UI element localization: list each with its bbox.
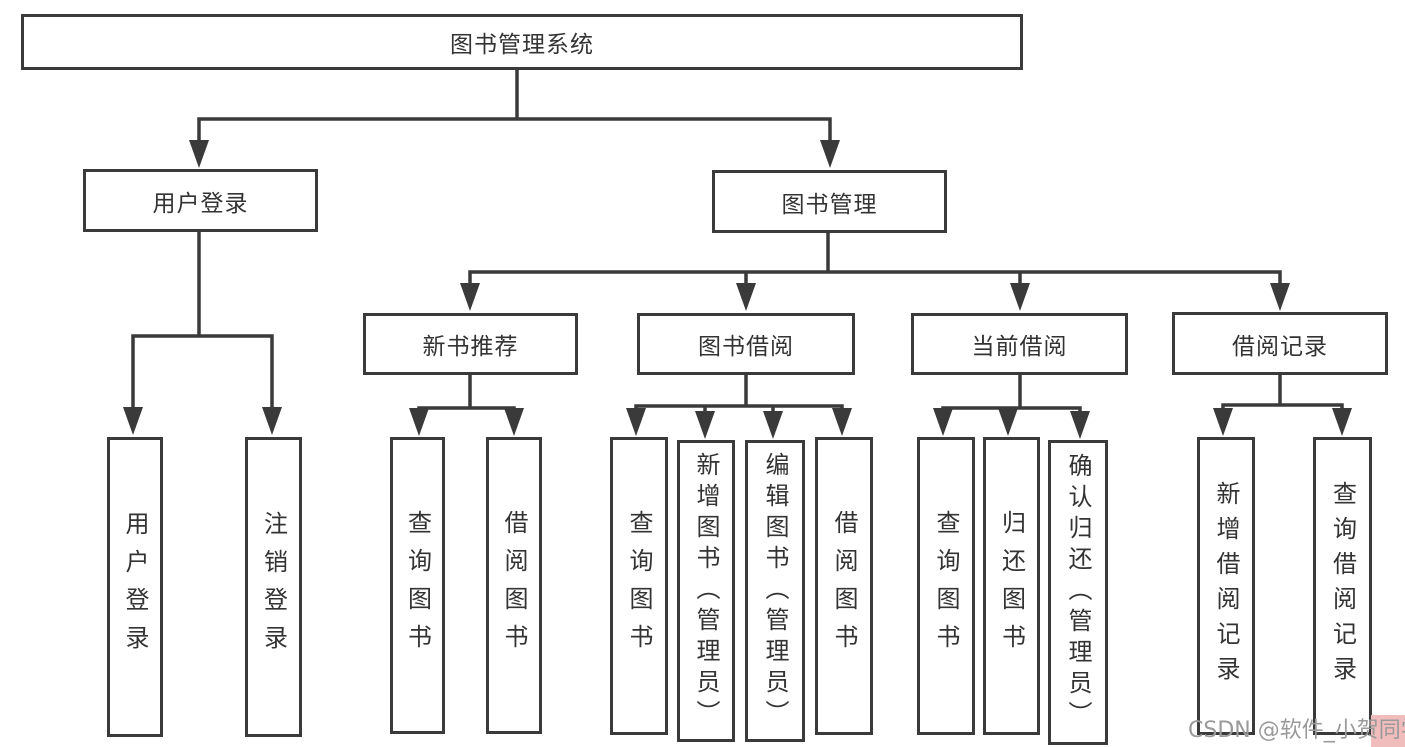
edge-records-children xyxy=(1221,373,1344,416)
node-cb-confirm-label: 确认归还（管理员） xyxy=(1064,453,1092,732)
node-book-mgmt-label: 图书管理 xyxy=(781,191,878,218)
node-rec-borrow-label: 借阅图书 xyxy=(500,509,528,662)
node-br-query: 查询借阅记录 xyxy=(1313,437,1372,735)
node-login-user-label: 用户登录 xyxy=(121,511,149,663)
node-login-logout: 注销登录 xyxy=(245,437,302,737)
node-user-login: 用户登录 xyxy=(83,169,318,232)
edge-mgmt-children xyxy=(468,231,1282,291)
node-bb-add-label: 新增图书（管理员） xyxy=(692,451,720,731)
node-cb-return: 归还图书 xyxy=(983,437,1040,735)
node-bb-edit-label: 编辑图书（管理员） xyxy=(761,451,789,731)
watermark-highlight xyxy=(1371,715,1405,747)
arrowheads xyxy=(123,140,1352,439)
node-current-borrow-label: 当前借阅 xyxy=(971,334,1068,360)
node-login-logout-label: 注销登录 xyxy=(259,511,288,663)
node-cb-return-label: 归还图书 xyxy=(997,510,1026,662)
node-book-borrow-label: 图书借阅 xyxy=(698,334,794,360)
node-bb-add: 新增图书（管理员） xyxy=(677,440,735,742)
node-bb-borrow-label: 借阅图书 xyxy=(830,510,858,662)
node-borrow-records: 借阅记录 xyxy=(1172,312,1388,375)
node-br-add: 新增借阅记录 xyxy=(1197,437,1255,735)
node-rec-query-label: 查询图书 xyxy=(403,509,432,662)
node-root: 图书管理系统 xyxy=(21,14,1023,70)
edge-root-children xyxy=(197,67,832,147)
node-cb-confirm: 确认归还（管理员） xyxy=(1048,440,1108,745)
node-book-mgmt: 图书管理 xyxy=(712,170,947,233)
node-bb-edit: 编辑图书（管理员） xyxy=(745,440,805,742)
node-login-user: 用户登录 xyxy=(107,437,163,737)
edge-borrow-children xyxy=(634,373,844,419)
node-bb-query-label: 查询图书 xyxy=(625,510,653,662)
node-bb-query: 查询图书 xyxy=(610,437,668,735)
edge-login-children xyxy=(131,229,274,414)
node-root-label: 图书管理系统 xyxy=(450,32,594,58)
node-cb-query: 查询图书 xyxy=(917,437,975,735)
watermark-text: CSDN @软件_小贺同学 xyxy=(1188,718,1405,743)
node-new-book-rec: 新书推荐 xyxy=(363,313,578,375)
node-br-add-label: 新增借阅记录 xyxy=(1212,481,1240,691)
node-user-login-label: 用户登录 xyxy=(152,190,249,217)
node-bb-borrow: 借阅图书 xyxy=(815,437,873,735)
edge-rec-children xyxy=(417,373,516,416)
node-new-book-rec-label: 新书推荐 xyxy=(422,334,519,360)
node-book-borrow: 图书借阅 xyxy=(637,313,855,375)
node-current-borrow: 当前借阅 xyxy=(911,313,1128,375)
node-br-query-label: 查询借阅记录 xyxy=(1328,481,1357,691)
node-rec-borrow: 借阅图书 xyxy=(486,437,542,734)
node-cb-query-label: 查询图书 xyxy=(932,510,960,662)
node-rec-query: 查询图书 xyxy=(390,437,445,734)
node-borrow-records-label: 借阅记录 xyxy=(1232,333,1328,360)
